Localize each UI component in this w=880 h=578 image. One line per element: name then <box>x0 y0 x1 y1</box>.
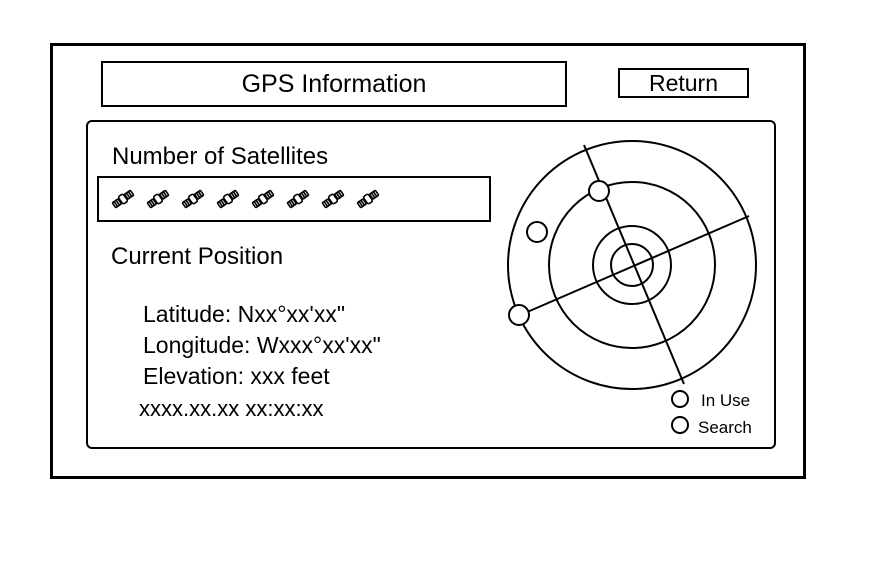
satellite-marker <box>526 221 548 243</box>
page-title-text: GPS Information <box>241 69 427 98</box>
return-button-label: Return <box>648 69 719 96</box>
satellite-marker <box>588 180 610 202</box>
satellite-marker <box>508 304 530 326</box>
sky-axis-b <box>517 215 750 317</box>
sky-ring-center <box>610 243 654 287</box>
satellites-heading: Number of Satellites <box>112 143 329 170</box>
search-legend-label: Search <box>698 418 752 437</box>
elevation-value: Elevation: xxx feet <box>143 363 330 389</box>
satellite-sky-plot <box>507 140 757 390</box>
sky-ring-outer <box>507 140 757 390</box>
screen-frame <box>50 43 806 479</box>
search-legend-icon <box>671 416 689 434</box>
in-use-legend-icon <box>671 390 689 408</box>
sky-ring-inner <box>592 225 672 305</box>
satellite-icon <box>356 189 380 209</box>
longitude-value: Longitude: Wxxx°xx'xx" <box>143 332 381 358</box>
gps-info-panel <box>86 120 776 449</box>
page-title: GPS Information <box>101 61 567 107</box>
in-use-legend-label: In Use <box>701 391 751 410</box>
satellite-icon <box>321 189 345 209</box>
satellite-icon <box>286 189 310 209</box>
sky-ring-middle <box>548 181 716 349</box>
datetime-value: xxxx.xx.xx xx:xx:xx <box>139 396 324 421</box>
return-button[interactable]: Return <box>618 68 749 98</box>
latitude-value: Latitude: Nxx°xx'xx" <box>143 301 345 327</box>
satellite-icon <box>146 189 170 209</box>
satellite-icon <box>251 189 275 209</box>
satellite-count-display <box>97 176 491 222</box>
satellite-icon <box>216 189 240 209</box>
satellite-icon <box>181 189 205 209</box>
position-heading: Current Position <box>111 243 284 270</box>
satellite-icon <box>111 189 135 209</box>
